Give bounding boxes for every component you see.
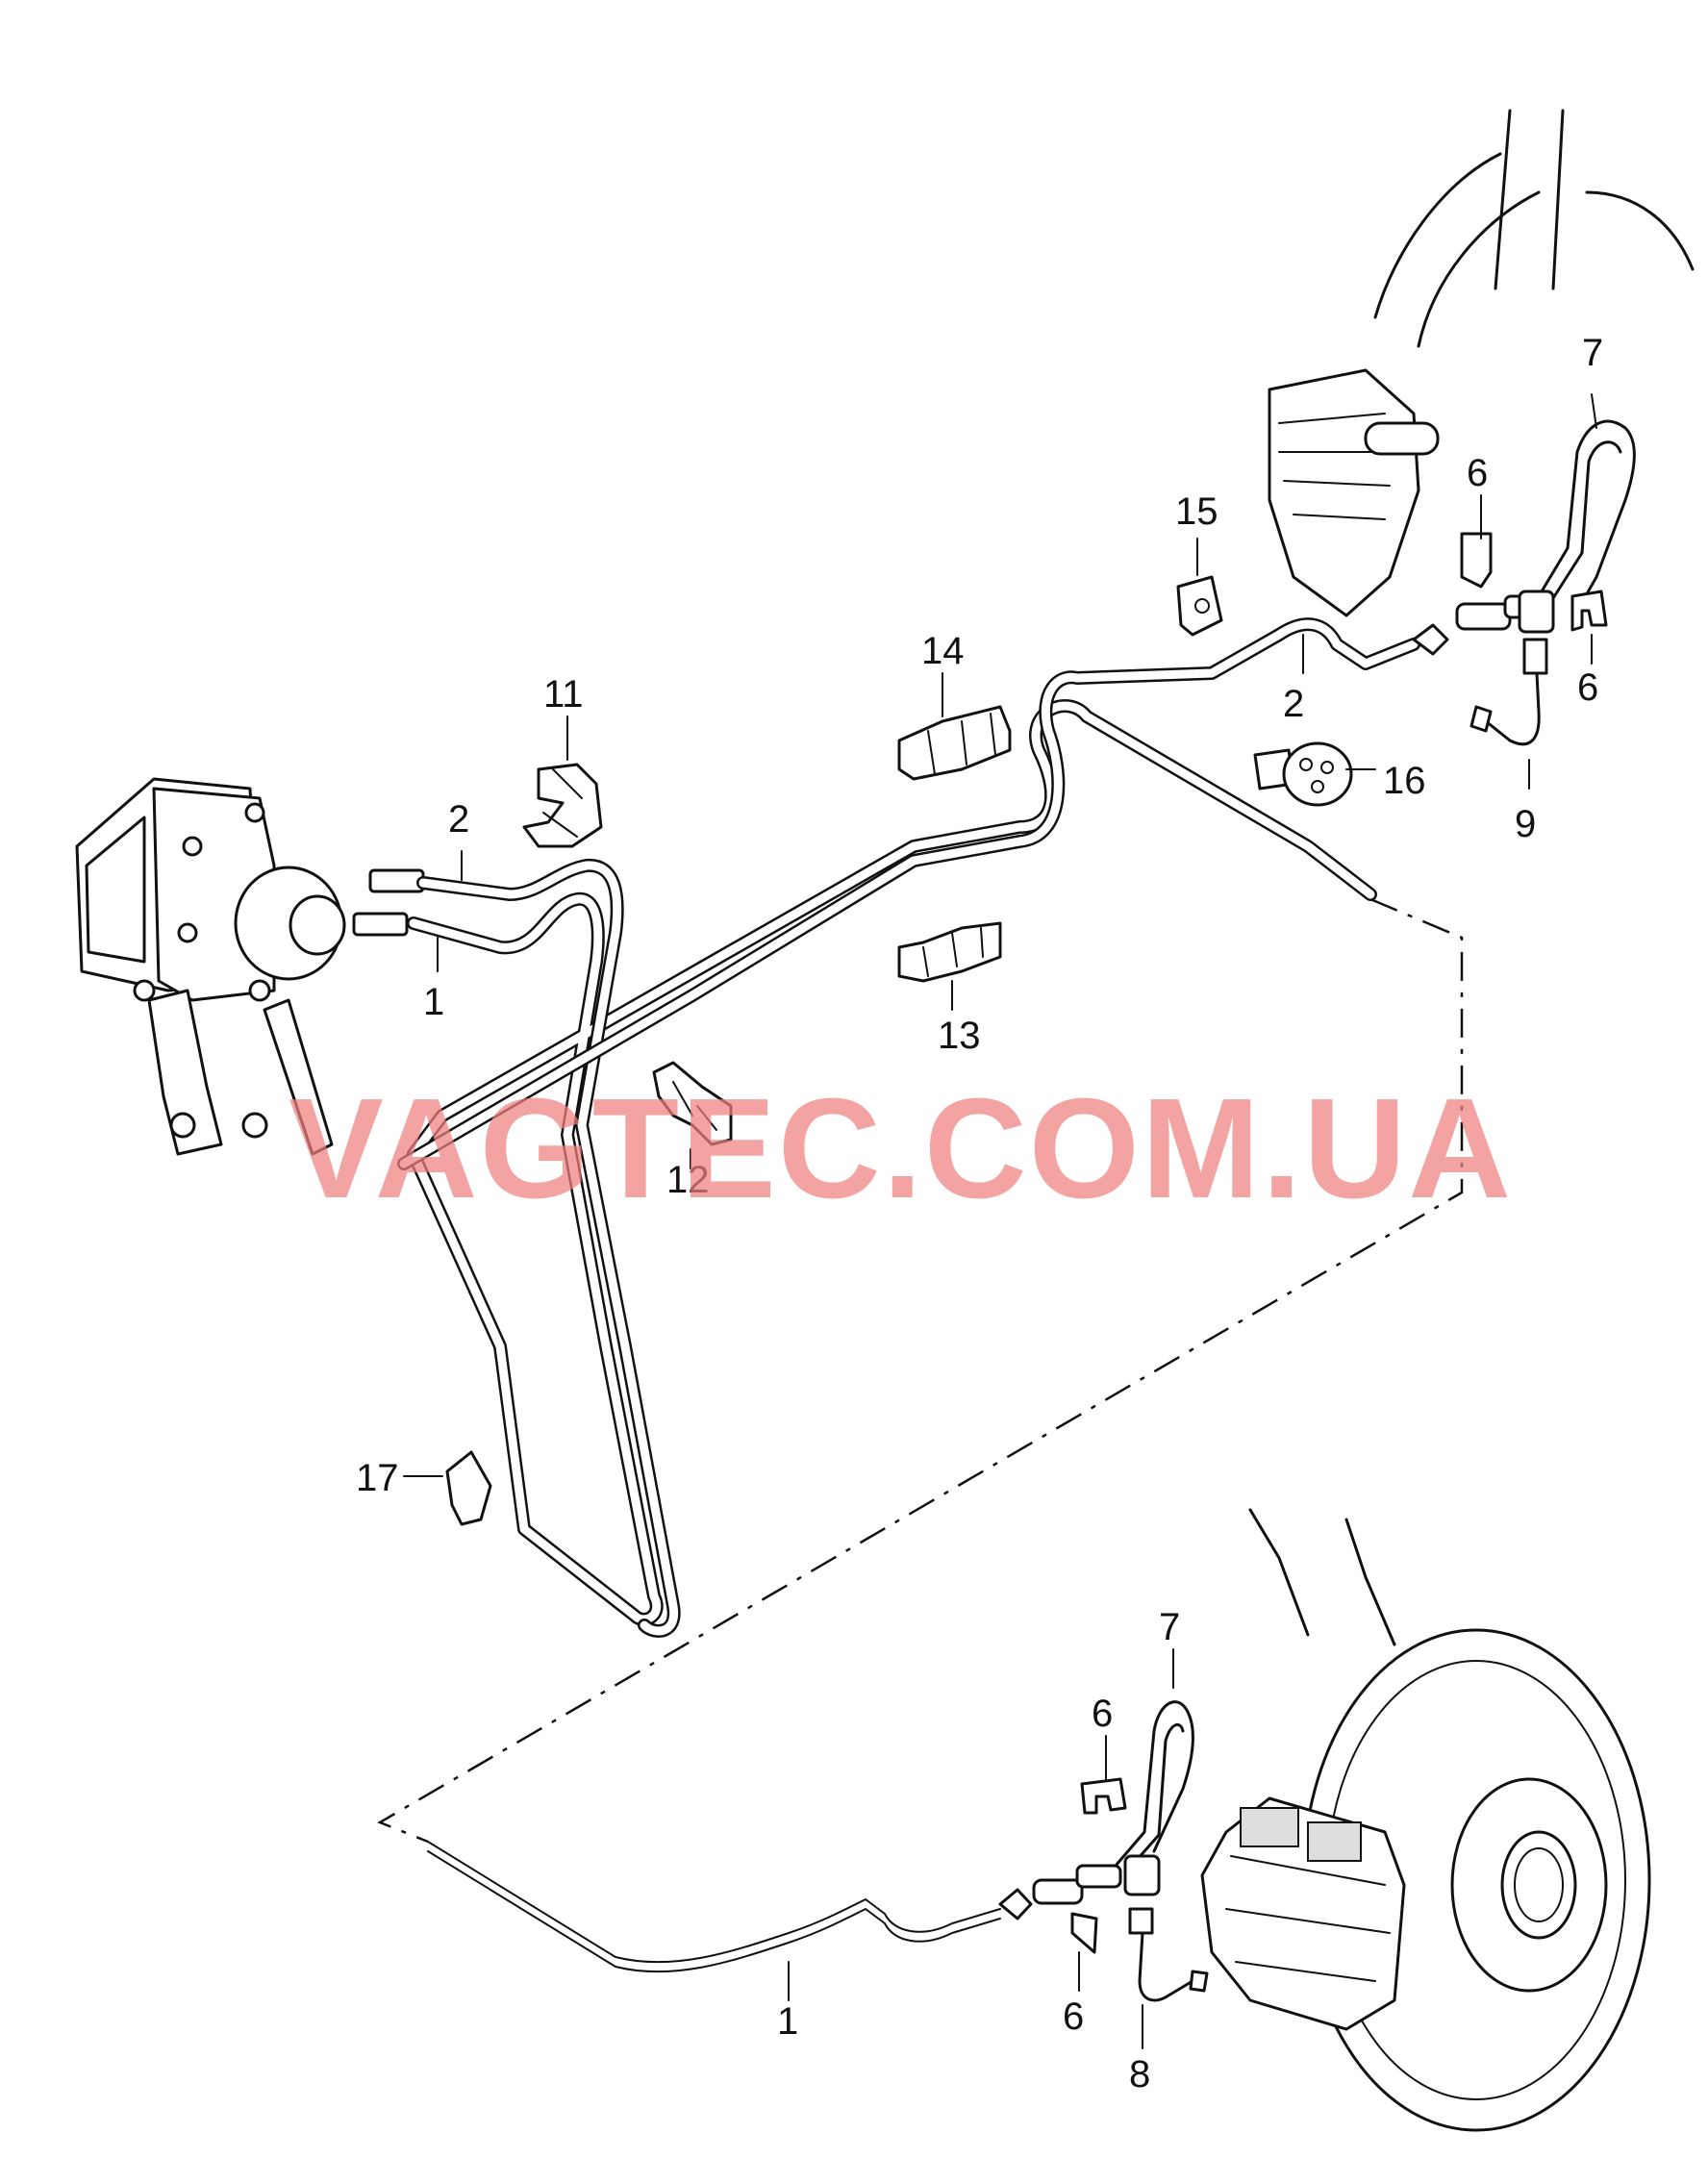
label-17: 17 (356, 1457, 399, 1499)
label-6-lower-bottom: 6 (1063, 1996, 1084, 2038)
upper-right-hose-assembly (1253, 419, 1636, 807)
label-11: 11 (543, 673, 584, 715)
label-6-upper-left: 6 (1467, 452, 1488, 494)
watermark-text: VAGTEC.COM.UA (289, 1069, 1513, 1228)
label-16: 16 (1383, 760, 1426, 802)
label-14: 14 (921, 630, 965, 672)
label-9: 9 (1515, 803, 1536, 845)
pipe-clips (445, 575, 1223, 1526)
brake-pipes (397, 617, 1420, 1973)
label-2-right: 2 (1283, 683, 1304, 725)
label-12: 12 (666, 1159, 710, 1201)
label-1-top: 1 (423, 981, 444, 1023)
label-1-bottom: 1 (777, 2000, 798, 2043)
label-15: 15 (1175, 490, 1218, 533)
label-6-lower-top: 6 (1092, 1693, 1113, 1735)
routing-boundary (377, 897, 1464, 1844)
label-8: 8 (1129, 2053, 1150, 2096)
rear-left-brake-disc-assembly (1200, 1508, 1651, 2132)
label-2-left: 2 (448, 798, 469, 841)
rear-right-strut-assembly (1268, 109, 1695, 617)
label-6-upper-right: 6 (1577, 666, 1598, 709)
label-7-bottom: 7 (1159, 1606, 1180, 1648)
part-labels: 1 1 2 2 6 6 6 6 7 7 8 9 11 12 13 14 15 1… (356, 332, 1603, 2096)
abs-hydraulic-unit (75, 777, 425, 1156)
leader-lines (403, 393, 1597, 2049)
label-13: 13 (938, 1015, 981, 1057)
lower-left-hose-assembly (998, 1700, 1209, 2002)
label-7-top: 7 (1582, 332, 1603, 374)
